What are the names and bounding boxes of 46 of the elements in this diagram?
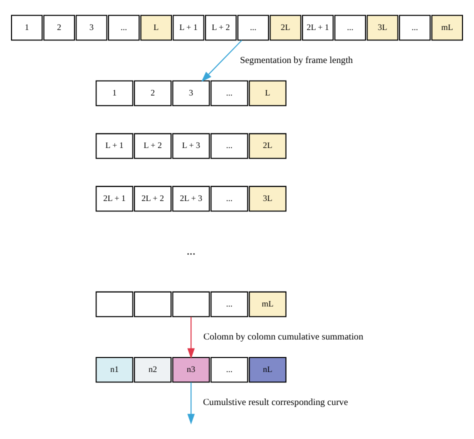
node-box: ...	[399, 14, 431, 41]
node-box: 2L	[248, 133, 286, 159]
node-box: L + 1	[96, 133, 134, 159]
node-box: n2	[134, 356, 172, 383]
node-box: ...	[210, 80, 248, 106]
node-box: ...	[210, 356, 248, 383]
node-box: 3L	[248, 186, 286, 212]
node-box: ...	[210, 186, 248, 212]
node-box: n3	[172, 356, 210, 383]
node-box: L	[140, 14, 172, 41]
node-box	[96, 291, 134, 318]
node-box: L	[248, 80, 286, 106]
arrow	[187, 316, 195, 359]
edge-label: Colomn by colomn cumulative summation	[203, 332, 364, 342]
node-box: 2	[43, 14, 75, 41]
label: ...	[186, 244, 196, 258]
node-box: 2	[134, 80, 172, 106]
node-box: ...	[334, 14, 366, 41]
node-box: nL	[248, 356, 286, 383]
node-box: 1	[96, 80, 134, 106]
node-box: mL	[431, 14, 463, 41]
node-box	[172, 291, 210, 318]
node-box: 3	[172, 80, 210, 106]
node-box: L + 2	[205, 14, 237, 41]
node-box: ...	[210, 291, 248, 318]
edge-label: Segmentation by frame length	[240, 56, 353, 66]
node-box: L + 3	[172, 133, 210, 159]
node-box: ...	[237, 14, 269, 41]
node-box	[134, 291, 172, 318]
node-box: 2L + 1	[96, 186, 134, 212]
node-box: 2L + 1	[302, 14, 334, 41]
node-box: 3	[76, 14, 108, 41]
node-box: 2L + 3	[172, 186, 210, 212]
arrow	[187, 382, 195, 424]
edge-label: Cumulstive result corresponding curve	[202, 398, 348, 408]
node-box: 2L	[270, 14, 302, 41]
node-box: L + 2	[134, 133, 172, 159]
node-box: L + 1	[172, 14, 204, 41]
node-box: ...	[210, 133, 248, 159]
arrow	[201, 40, 242, 82]
node-box: 3L	[366, 14, 398, 41]
node-box: 2L + 2	[134, 186, 172, 212]
node-box: 1	[11, 14, 43, 41]
node-box: mL	[248, 291, 286, 318]
node-box: ...	[108, 14, 140, 41]
node-box: n1	[96, 356, 134, 383]
